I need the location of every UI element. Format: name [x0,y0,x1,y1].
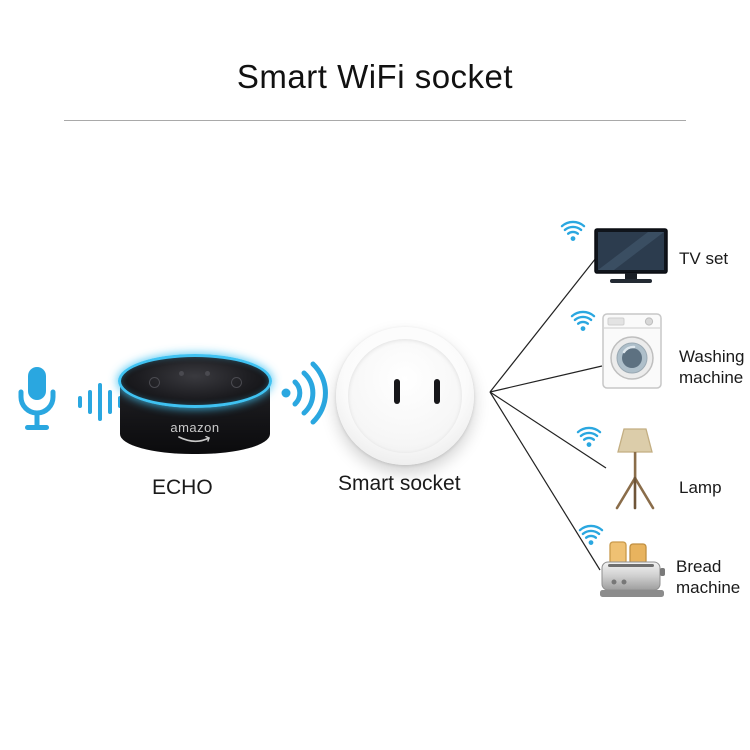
smart-socket-face [348,339,462,453]
echo-top-light-ring [118,354,272,408]
tv-icon [594,228,668,283]
washing-machine-icon [602,313,662,389]
floor-lamp-icon [615,428,655,510]
amazon-logo-text: amazon [170,420,220,435]
echo-device: amazon [118,354,272,460]
socket-slot-left [394,379,400,404]
wifi-signal-icon [576,426,602,447]
echo-volume-button [149,377,160,388]
microphone-icon [18,367,56,430]
title-divider [64,120,686,121]
wifi-signal-icon [578,524,604,545]
sound-waves-icon [78,378,122,426]
device-label-tv: TV set [679,249,729,268]
device-label-bread-machine: Bread machine [676,557,741,598]
smart-socket-label: Smart socket [338,472,461,495]
amazon-logo: amazon [120,421,270,444]
wifi-signal-icon [281,361,328,425]
page-title: Smart WiFi socket [236,58,514,95]
socket-slot-right [434,379,440,404]
amazon-smile-icon [178,436,210,443]
wifi-signal-icon [560,220,586,241]
smart-socket-device [336,327,474,465]
echo-mic-hole [179,371,184,376]
device-label-washing-machine: Washing machine [679,347,745,388]
echo-action-button [231,377,242,388]
echo-label: ECHO [152,476,213,499]
device-label-lamp: Lamp [679,478,722,497]
wifi-signal-icon [570,310,596,331]
echo-mic-hole [205,371,210,376]
toaster-icon [600,541,665,597]
